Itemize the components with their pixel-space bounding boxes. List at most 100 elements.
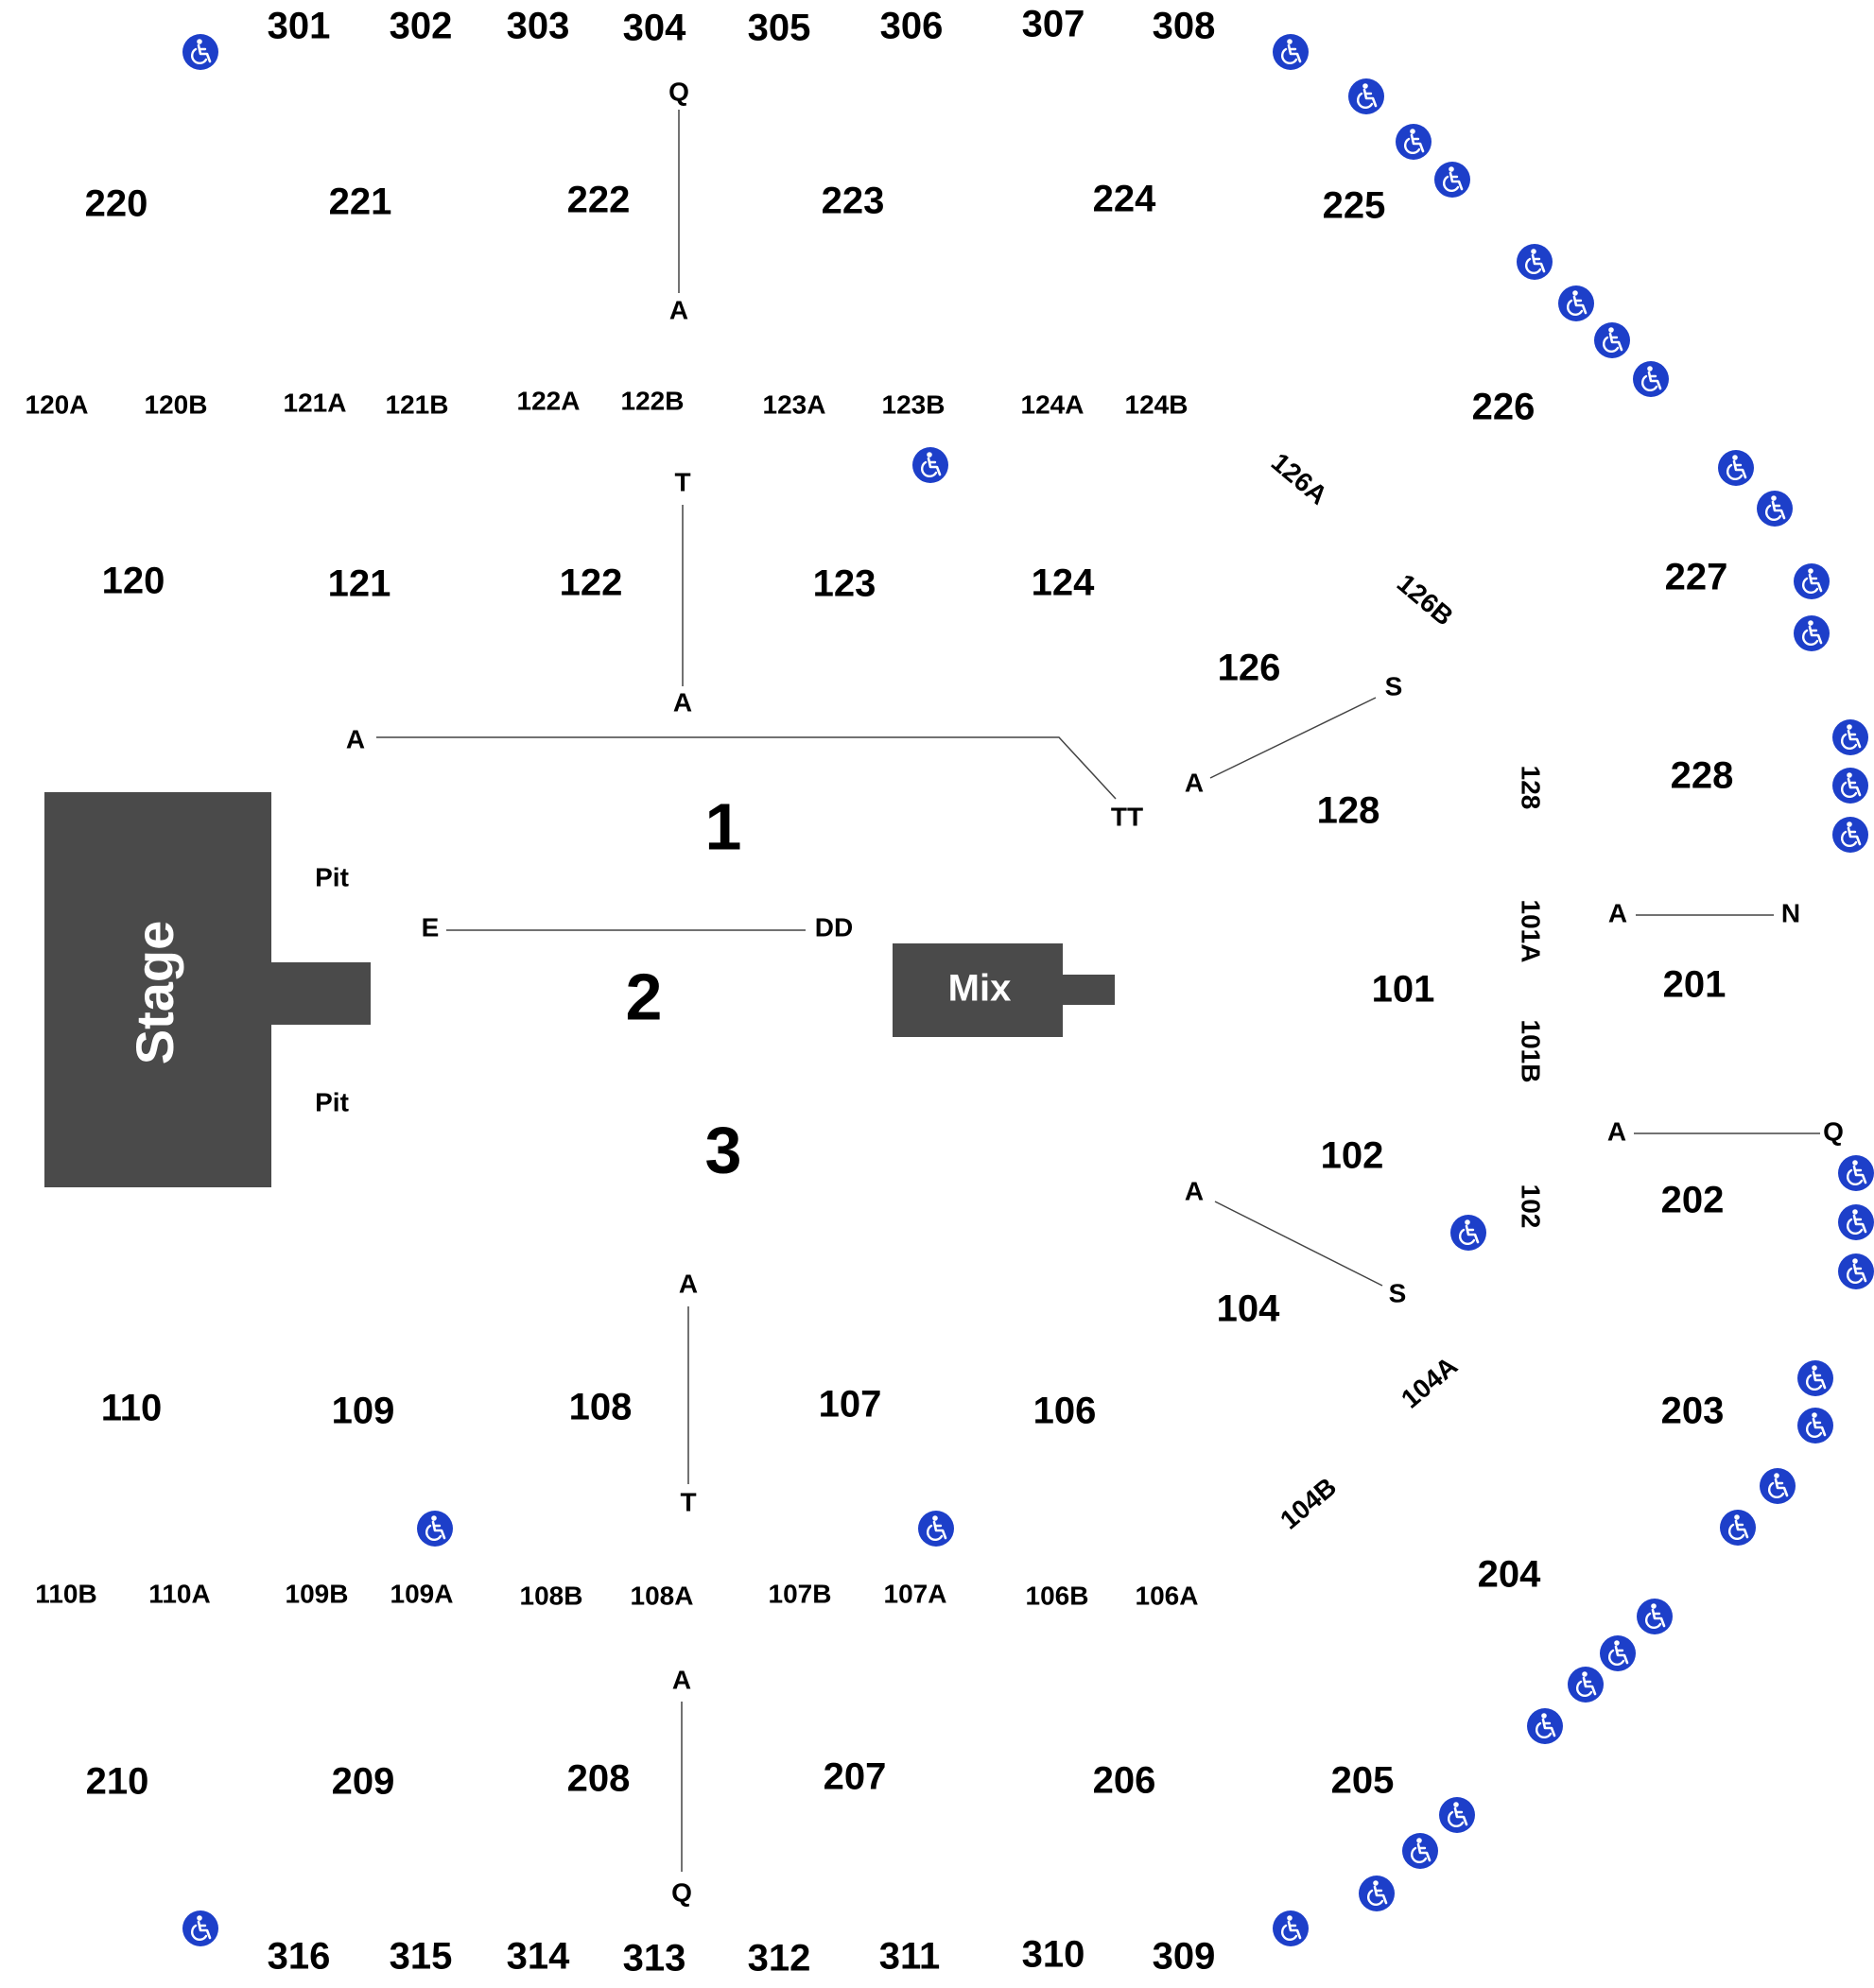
- section[interactable]: 228: [1671, 755, 1734, 797]
- wheelchair-accessible-icon: [1525, 1706, 1565, 1746]
- section[interactable]: 126A: [1266, 447, 1333, 510]
- section[interactable]: 121B: [386, 389, 449, 419]
- section[interactable]: 303: [507, 6, 570, 47]
- section[interactable]: 107A: [884, 1579, 947, 1608]
- section[interactable]: 104B: [1275, 1472, 1342, 1535]
- section[interactable]: 101: [1372, 969, 1435, 1011]
- row-label: S: [1389, 1278, 1407, 1307]
- section[interactable]: 311: [879, 1936, 941, 1978]
- section[interactable]: 306: [880, 6, 944, 47]
- section[interactable]: 101A: [1517, 900, 1546, 963]
- section[interactable]: 101B: [1517, 1020, 1546, 1083]
- wheelchair-accessible-icon: [1836, 1202, 1874, 1242]
- section[interactable]: 209: [332, 1761, 395, 1803]
- floor-section-2[interactable]: 2: [626, 959, 663, 1033]
- section[interactable]: 120: [102, 561, 165, 602]
- floor-section-3[interactable]: 3: [705, 1113, 742, 1186]
- pit-label-top: Pit: [315, 862, 349, 891]
- section[interactable]: 106B: [1026, 1581, 1089, 1610]
- section[interactable]: 316: [268, 1936, 331, 1978]
- section[interactable]: 227: [1665, 557, 1728, 598]
- section[interactable]: 222: [567, 180, 631, 221]
- section[interactable]: 126: [1218, 648, 1281, 689]
- section[interactable]: 308: [1153, 6, 1216, 47]
- sections-200-level: 201 202 203 204 205 206 207 208 209 210 …: [85, 179, 1734, 1803]
- section[interactable]: 121A: [284, 388, 347, 417]
- section[interactable]: 203: [1661, 1391, 1725, 1432]
- stage-label: Stage: [125, 921, 184, 1065]
- section[interactable]: 223: [822, 181, 885, 222]
- section[interactable]: 108B: [520, 1581, 583, 1610]
- section[interactable]: 102: [1321, 1135, 1384, 1177]
- section[interactable]: 220: [85, 183, 148, 225]
- section[interactable]: 106A: [1136, 1581, 1199, 1610]
- section[interactable]: 204: [1478, 1554, 1541, 1596]
- section[interactable]: 109B: [286, 1579, 349, 1608]
- section[interactable]: 108A: [631, 1581, 694, 1610]
- mix-label: Mix: [948, 968, 1012, 1010]
- section[interactable]: 110: [101, 1388, 163, 1429]
- stage[interactable]: Stage: [44, 792, 371, 1187]
- row-label: N: [1781, 898, 1800, 927]
- row-labels: Q A T A A TT A S E DD A S A T A Q A N A …: [346, 77, 1844, 1907]
- wheelchair-accessible-icon: [916, 1509, 956, 1548]
- section[interactable]: 304: [623, 8, 686, 49]
- section[interactable]: 128: [1317, 790, 1380, 832]
- section[interactable]: 224: [1093, 179, 1156, 220]
- section[interactable]: 109A: [390, 1579, 454, 1608]
- section[interactable]: 107: [819, 1384, 882, 1426]
- section[interactable]: 305: [748, 8, 811, 49]
- section[interactable]: 128: [1517, 766, 1546, 810]
- section[interactable]: 110B: [35, 1579, 96, 1608]
- section[interactable]: 210: [86, 1761, 149, 1803]
- section[interactable]: 121: [328, 563, 391, 605]
- section[interactable]: 307: [1022, 4, 1085, 45]
- section[interactable]: 108: [569, 1387, 633, 1428]
- section[interactable]: 104A: [1396, 1351, 1463, 1414]
- section[interactable]: 205: [1331, 1760, 1395, 1802]
- section[interactable]: 206: [1093, 1760, 1156, 1802]
- section[interactable]: 122A: [517, 386, 581, 415]
- section[interactable]: 124: [1032, 562, 1095, 604]
- wheelchair-accessible-icon: [1631, 359, 1671, 399]
- section[interactable]: 313: [623, 1938, 686, 1979]
- section[interactable]: 106: [1033, 1391, 1097, 1432]
- section[interactable]: 314: [507, 1936, 570, 1978]
- section[interactable]: 109: [332, 1391, 395, 1432]
- section[interactable]: 107B: [769, 1579, 832, 1608]
- row-label: DD: [815, 912, 853, 942]
- row-label: A: [669, 295, 688, 324]
- wheelchair-accessible-icon: [415, 1509, 455, 1548]
- section[interactable]: 126B: [1392, 568, 1459, 631]
- section[interactable]: 120A: [26, 389, 89, 419]
- floor-section-1[interactable]: 1: [705, 789, 742, 863]
- section[interactable]: 312: [748, 1938, 811, 1979]
- wheelchair-accessible-icon: [1394, 122, 1433, 162]
- section[interactable]: 225: [1323, 185, 1386, 227]
- section[interactable]: 102: [1517, 1184, 1546, 1229]
- section[interactable]: 309: [1153, 1936, 1216, 1978]
- section[interactable]: 208: [567, 1758, 631, 1800]
- section[interactable]: 122: [560, 562, 623, 604]
- section[interactable]: 202: [1661, 1180, 1725, 1221]
- section[interactable]: 301: [268, 6, 331, 47]
- section[interactable]: 226: [1472, 387, 1536, 428]
- wheelchair-accessible-icon: [1831, 766, 1870, 805]
- section[interactable]: 310: [1022, 1934, 1085, 1976]
- section[interactable]: 123B: [882, 389, 946, 419]
- section[interactable]: 122B: [621, 386, 685, 415]
- row-label: A: [1608, 898, 1627, 927]
- section[interactable]: 110A: [148, 1579, 210, 1608]
- section[interactable]: 124B: [1125, 389, 1189, 419]
- section[interactable]: 221: [329, 182, 392, 223]
- section[interactable]: 123A: [763, 389, 826, 419]
- section[interactable]: 201: [1663, 964, 1727, 1006]
- section[interactable]: 123: [813, 563, 876, 605]
- mix-position[interactable]: Mix: [893, 943, 1115, 1037]
- section[interactable]: 302: [390, 6, 453, 47]
- section[interactable]: 207: [824, 1756, 887, 1798]
- section[interactable]: 104: [1217, 1288, 1280, 1330]
- section[interactable]: 120B: [145, 389, 208, 419]
- section[interactable]: 315: [390, 1936, 453, 1978]
- section[interactable]: 124A: [1021, 389, 1084, 419]
